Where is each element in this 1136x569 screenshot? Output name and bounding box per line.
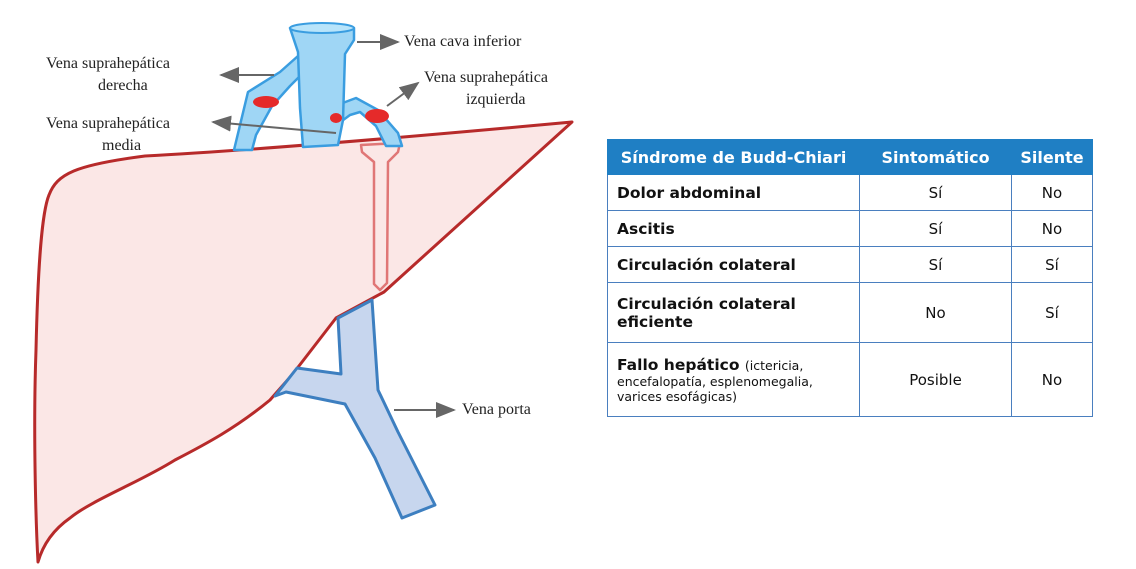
row-label: Circulación colateral eficiente bbox=[608, 283, 860, 343]
cell-sintomatico: No bbox=[860, 283, 1012, 343]
table-header-row: Síndrome de Budd-Chiari Sintomático Sile… bbox=[608, 140, 1093, 175]
cell-sintomatico: Sí bbox=[860, 247, 1012, 283]
cell-silente: No bbox=[1012, 343, 1093, 417]
cell-silente: No bbox=[1012, 175, 1093, 211]
cell-sintomatico: Posible bbox=[860, 343, 1012, 417]
row-label: Circulación colateral bbox=[608, 247, 860, 283]
obstruction-left bbox=[365, 109, 389, 123]
table-row: Ascitis Sí No bbox=[608, 211, 1093, 247]
budd-chiari-table: Síndrome de Budd-Chiari Sintomático Sile… bbox=[607, 139, 1093, 417]
header-silente: Silente bbox=[1012, 140, 1093, 175]
row-label: Dolor abdominal bbox=[608, 175, 860, 211]
label-vena-porta: Vena porta bbox=[462, 400, 531, 420]
label-suprahepatica-derecha-line2: derecha bbox=[98, 76, 148, 96]
row-label-note: varices esofágicas) bbox=[617, 389, 850, 404]
cell-silente: No bbox=[1012, 211, 1093, 247]
header-sindrome: Síndrome de Budd-Chiari bbox=[608, 140, 860, 175]
arrow-suprahepatica-izquierda bbox=[387, 83, 418, 106]
label-suprahepatica-media-line2: media bbox=[102, 136, 141, 156]
label-suprahepatica-izquierda-line2: izquierda bbox=[466, 90, 526, 110]
row-label-note: (ictericia, bbox=[745, 358, 803, 373]
table-row: Circulación colateral eficiente No Sí bbox=[608, 283, 1093, 343]
header-sintomatico: Sintomático bbox=[860, 140, 1012, 175]
row-label: Ascitis bbox=[608, 211, 860, 247]
vena-cava-top bbox=[290, 23, 354, 33]
table-row: Fallo hepático (ictericia, encefalopatía… bbox=[608, 343, 1093, 417]
row-label-note: encefalopatía, esplenomegalia, bbox=[617, 374, 850, 389]
label-suprahepatica-media-line1: Vena suprahepática bbox=[46, 114, 170, 134]
label-suprahepatica-derecha-line1: Vena suprahepática bbox=[46, 54, 170, 74]
liver-diagram: Vena cava inferior Vena suprahepática de… bbox=[0, 0, 600, 564]
row-label-main: Fallo hepático bbox=[617, 356, 739, 374]
row-label-line: eficiente bbox=[617, 313, 850, 331]
row-label-line: Circulación colateral bbox=[617, 295, 850, 313]
table-row: Dolor abdominal Sí No bbox=[608, 175, 1093, 211]
table-row: Circulación colateral Sí Sí bbox=[608, 247, 1093, 283]
cell-silente: Sí bbox=[1012, 247, 1093, 283]
cell-sintomatico: Sí bbox=[860, 211, 1012, 247]
liver-shape bbox=[35, 122, 572, 562]
label-suprahepatica-izquierda-line1: Vena suprahepática bbox=[424, 68, 548, 88]
cell-sintomatico: Sí bbox=[860, 175, 1012, 211]
obstruction-middle bbox=[330, 113, 342, 123]
label-vena-cava-inferior: Vena cava inferior bbox=[404, 32, 521, 52]
cell-silente: Sí bbox=[1012, 283, 1093, 343]
row-label: Fallo hepático (ictericia, encefalopatía… bbox=[608, 343, 860, 417]
row-label-line: Fallo hepático (ictericia, bbox=[617, 356, 850, 374]
obstruction-right bbox=[253, 96, 279, 108]
